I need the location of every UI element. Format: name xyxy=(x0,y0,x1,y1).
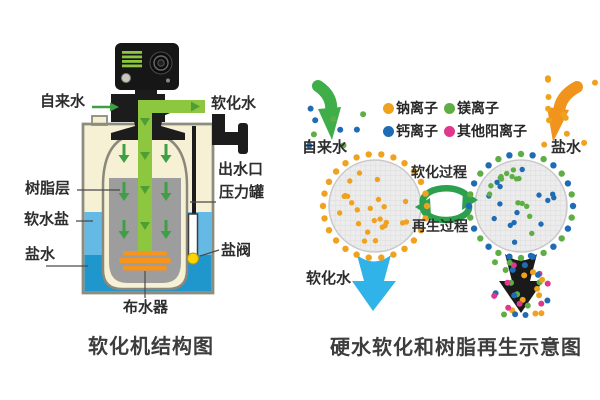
green-pipes xyxy=(138,100,205,251)
label-brine-right: 盐水 xyxy=(551,139,582,156)
salt-valve-float xyxy=(187,252,199,265)
tap-water-arrow-icon xyxy=(312,80,341,140)
legend-item-other-cations: 其他阳离子 xyxy=(444,121,527,141)
sodium-dot-icon xyxy=(383,102,394,114)
leader-lines xyxy=(46,189,220,298)
label-resin-layer: 树脂层 xyxy=(25,180,71,197)
softened-water-arrow-icon xyxy=(352,255,396,311)
downflow-arrows xyxy=(118,144,172,239)
ion-dots-layer xyxy=(306,75,598,318)
salt-valve-shape xyxy=(187,213,199,265)
calcium-dot-icon xyxy=(383,125,394,137)
label-tap-water-right: 自来水 xyxy=(302,139,348,156)
label-salt-valve: 盐阀 xyxy=(221,242,252,259)
label-soft-water-salt: 软水盐 xyxy=(24,211,70,228)
water-distributor-shape xyxy=(119,251,171,271)
resin-bead-right xyxy=(474,159,568,253)
legend-label-magnesium: 镁离子 xyxy=(457,100,499,116)
waste-water-arrow-icon xyxy=(499,254,543,313)
label-water-outlet: 出水口 xyxy=(218,161,264,178)
legend-label-sodium: 钠离子 xyxy=(396,100,438,116)
left-caption: 软化机结构图 xyxy=(88,336,214,358)
magnesium-dot-icon xyxy=(444,102,455,114)
label-tap-water-left: 自来水 xyxy=(40,93,86,110)
label-softening-process: 软化过程 xyxy=(411,164,467,180)
brine-line xyxy=(192,126,196,218)
label-brine-left: 盐水 xyxy=(25,246,56,263)
right-caption: 硬水软化和树脂再生示意图 xyxy=(330,337,582,359)
legend-label-calcium: 钙离子 xyxy=(396,123,438,139)
resin-bead-left xyxy=(328,159,422,253)
control-valve-head xyxy=(115,43,179,90)
label-softened-water-right: 软化水 xyxy=(306,270,352,287)
label-pressure-tank: 压力罐 xyxy=(219,184,265,201)
legend-item-magnesium: 镁离子 xyxy=(444,98,499,118)
outlet-pipe-elbow xyxy=(212,132,242,145)
other-cations-dot-icon xyxy=(444,125,455,137)
label-water-distributor: 布水器 xyxy=(123,299,169,316)
label-softened-water-left: 软化水 xyxy=(211,95,257,112)
valve-knob-icon xyxy=(121,73,131,83)
outlet-pipe-cap xyxy=(238,123,248,154)
softened-outlet-pipe xyxy=(141,100,205,113)
riser-pipe xyxy=(138,100,152,251)
legend-label-other-cations: 其他阳离子 xyxy=(457,123,527,139)
ion-legend: 钠离子 镁离子 钙离子 其他阳离子 xyxy=(383,98,533,141)
legend-item-sodium: 钠离子 xyxy=(383,98,438,118)
valve-display-icon xyxy=(122,51,142,68)
cycle-arrows-icon xyxy=(415,185,478,224)
inlet-arrow-icon xyxy=(92,102,119,112)
legend-item-calcium: 钙离子 xyxy=(383,121,438,141)
label-regeneration-process: 再生过程 xyxy=(412,218,468,234)
